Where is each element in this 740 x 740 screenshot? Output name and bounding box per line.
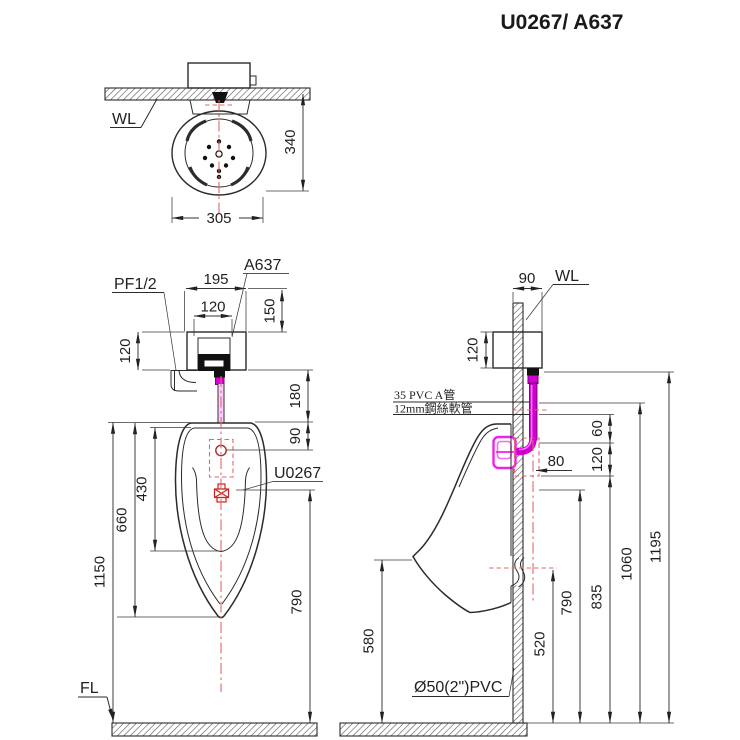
- dim-below-cover: 180: [287, 383, 304, 408]
- dim-hose-drop: 60: [589, 420, 606, 437]
- side-hidden-detail: [489, 409, 557, 602]
- dim-valve-bottom-height: 1195: [648, 531, 665, 563]
- valve-box-side: [492, 331, 543, 369]
- valve-cover-clip: [249, 75, 257, 86]
- front-callouts: A637 PF1/2 U0267 FL: [78, 257, 323, 721]
- dim-elbow-drop: 120: [589, 447, 606, 472]
- spreader-top-view: [212, 92, 228, 103]
- dim-outlet-height-side: 790: [559, 590, 576, 615]
- dim-drain-height: 520: [532, 631, 549, 656]
- dim-spud-height: 835: [589, 584, 606, 609]
- urinal-bowl-opening: [192, 467, 250, 553]
- top-wall-label: WL: [112, 111, 136, 128]
- dim-cover-height: 120: [117, 338, 134, 363]
- rim-channel-arcs: [185, 119, 253, 187]
- drain-outlet: [510, 557, 526, 588]
- urinal-neck-top: [189, 99, 251, 115]
- side-wall-label: WL: [555, 268, 579, 285]
- dim-body-height: 660: [114, 507, 131, 532]
- side-view: 35 PVC A管 12mm鋼絲軟管 90 120: [339, 268, 674, 737]
- dim-faceplate-width: 120: [200, 299, 225, 316]
- front-view: 195 120 150 120 180 90 430 660 1150 790 …: [78, 257, 323, 737]
- side-callouts: WL Ø50(2")PVC: [412, 268, 589, 697]
- dim-lip-height: 580: [361, 628, 378, 653]
- valve-outlet-connector-side: [527, 368, 539, 376]
- front-dimensions: 195 120 150 120 180 90 430 660 1150 790: [92, 271, 313, 724]
- pipe-nut-front: [215, 377, 225, 385]
- dim-box-depth: 90: [519, 270, 536, 287]
- top-view: WL 340 305: [104, 62, 311, 227]
- drawing-title: U0267/ A637: [501, 11, 624, 34]
- top-view-wall-callout: WL: [110, 98, 158, 128]
- floor-label: FL: [80, 680, 99, 697]
- dim-outlet-height-front: 790: [289, 589, 306, 614]
- dim-box-height: 120: [465, 337, 482, 362]
- top-view-wall-section: [104, 87, 311, 101]
- supply-label: PF1/2: [114, 276, 157, 293]
- dim-top-depth: 340: [266, 93, 309, 192]
- pipe-nut-side: [527, 375, 539, 384]
- hose-label: 12mm鋼絲軟管: [394, 401, 473, 416]
- supply-elbow: [170, 370, 197, 392]
- dim-top-width-value: 305: [206, 210, 231, 227]
- dim-bowl-depth: 430: [134, 476, 151, 501]
- valve-outlet-connector-front: [214, 371, 225, 378]
- dim-upper-height: 150: [262, 298, 279, 323]
- flush-valve-cover-top: [187, 62, 251, 89]
- dim-top-width: 305: [171, 197, 264, 227]
- side-dimensions: 90 120 60 120 80 520 580 790 835 1060 11…: [361, 270, 672, 724]
- floor-section-side: [339, 722, 528, 737]
- dim-cover-width: 195: [203, 271, 228, 288]
- supply-pipe-label: 35 PVC A管: [394, 387, 455, 402]
- flush-pipe-side: [516, 382, 538, 456]
- urinal-inner-line-side: [458, 427, 499, 488]
- side-extension-lines: [374, 292, 674, 724]
- drain-holes: [202, 139, 236, 180]
- valve-code-label: A637: [244, 257, 281, 274]
- floor-section-front: [111, 722, 318, 737]
- dim-rim-height: 1150: [92, 556, 109, 588]
- urinal-profile-side: [412, 423, 512, 614]
- pipe-callouts: 35 PVC A管 12mm鋼絲軟管: [393, 387, 530, 416]
- product-code-label: U0267: [274, 465, 321, 482]
- drain-pipe-label: Ø50(2")PVC: [414, 679, 502, 696]
- sensor-window: [204, 360, 224, 367]
- side-view-wall-section: [512, 302, 524, 724]
- dim-rim-to-spreader: 90: [287, 428, 304, 445]
- dim-inlet-offset: 80: [548, 453, 565, 470]
- spreader-fitting-side: [492, 435, 517, 470]
- dim-top-depth-value: 340: [282, 129, 299, 154]
- dim-hose-height: 1060: [619, 547, 636, 580]
